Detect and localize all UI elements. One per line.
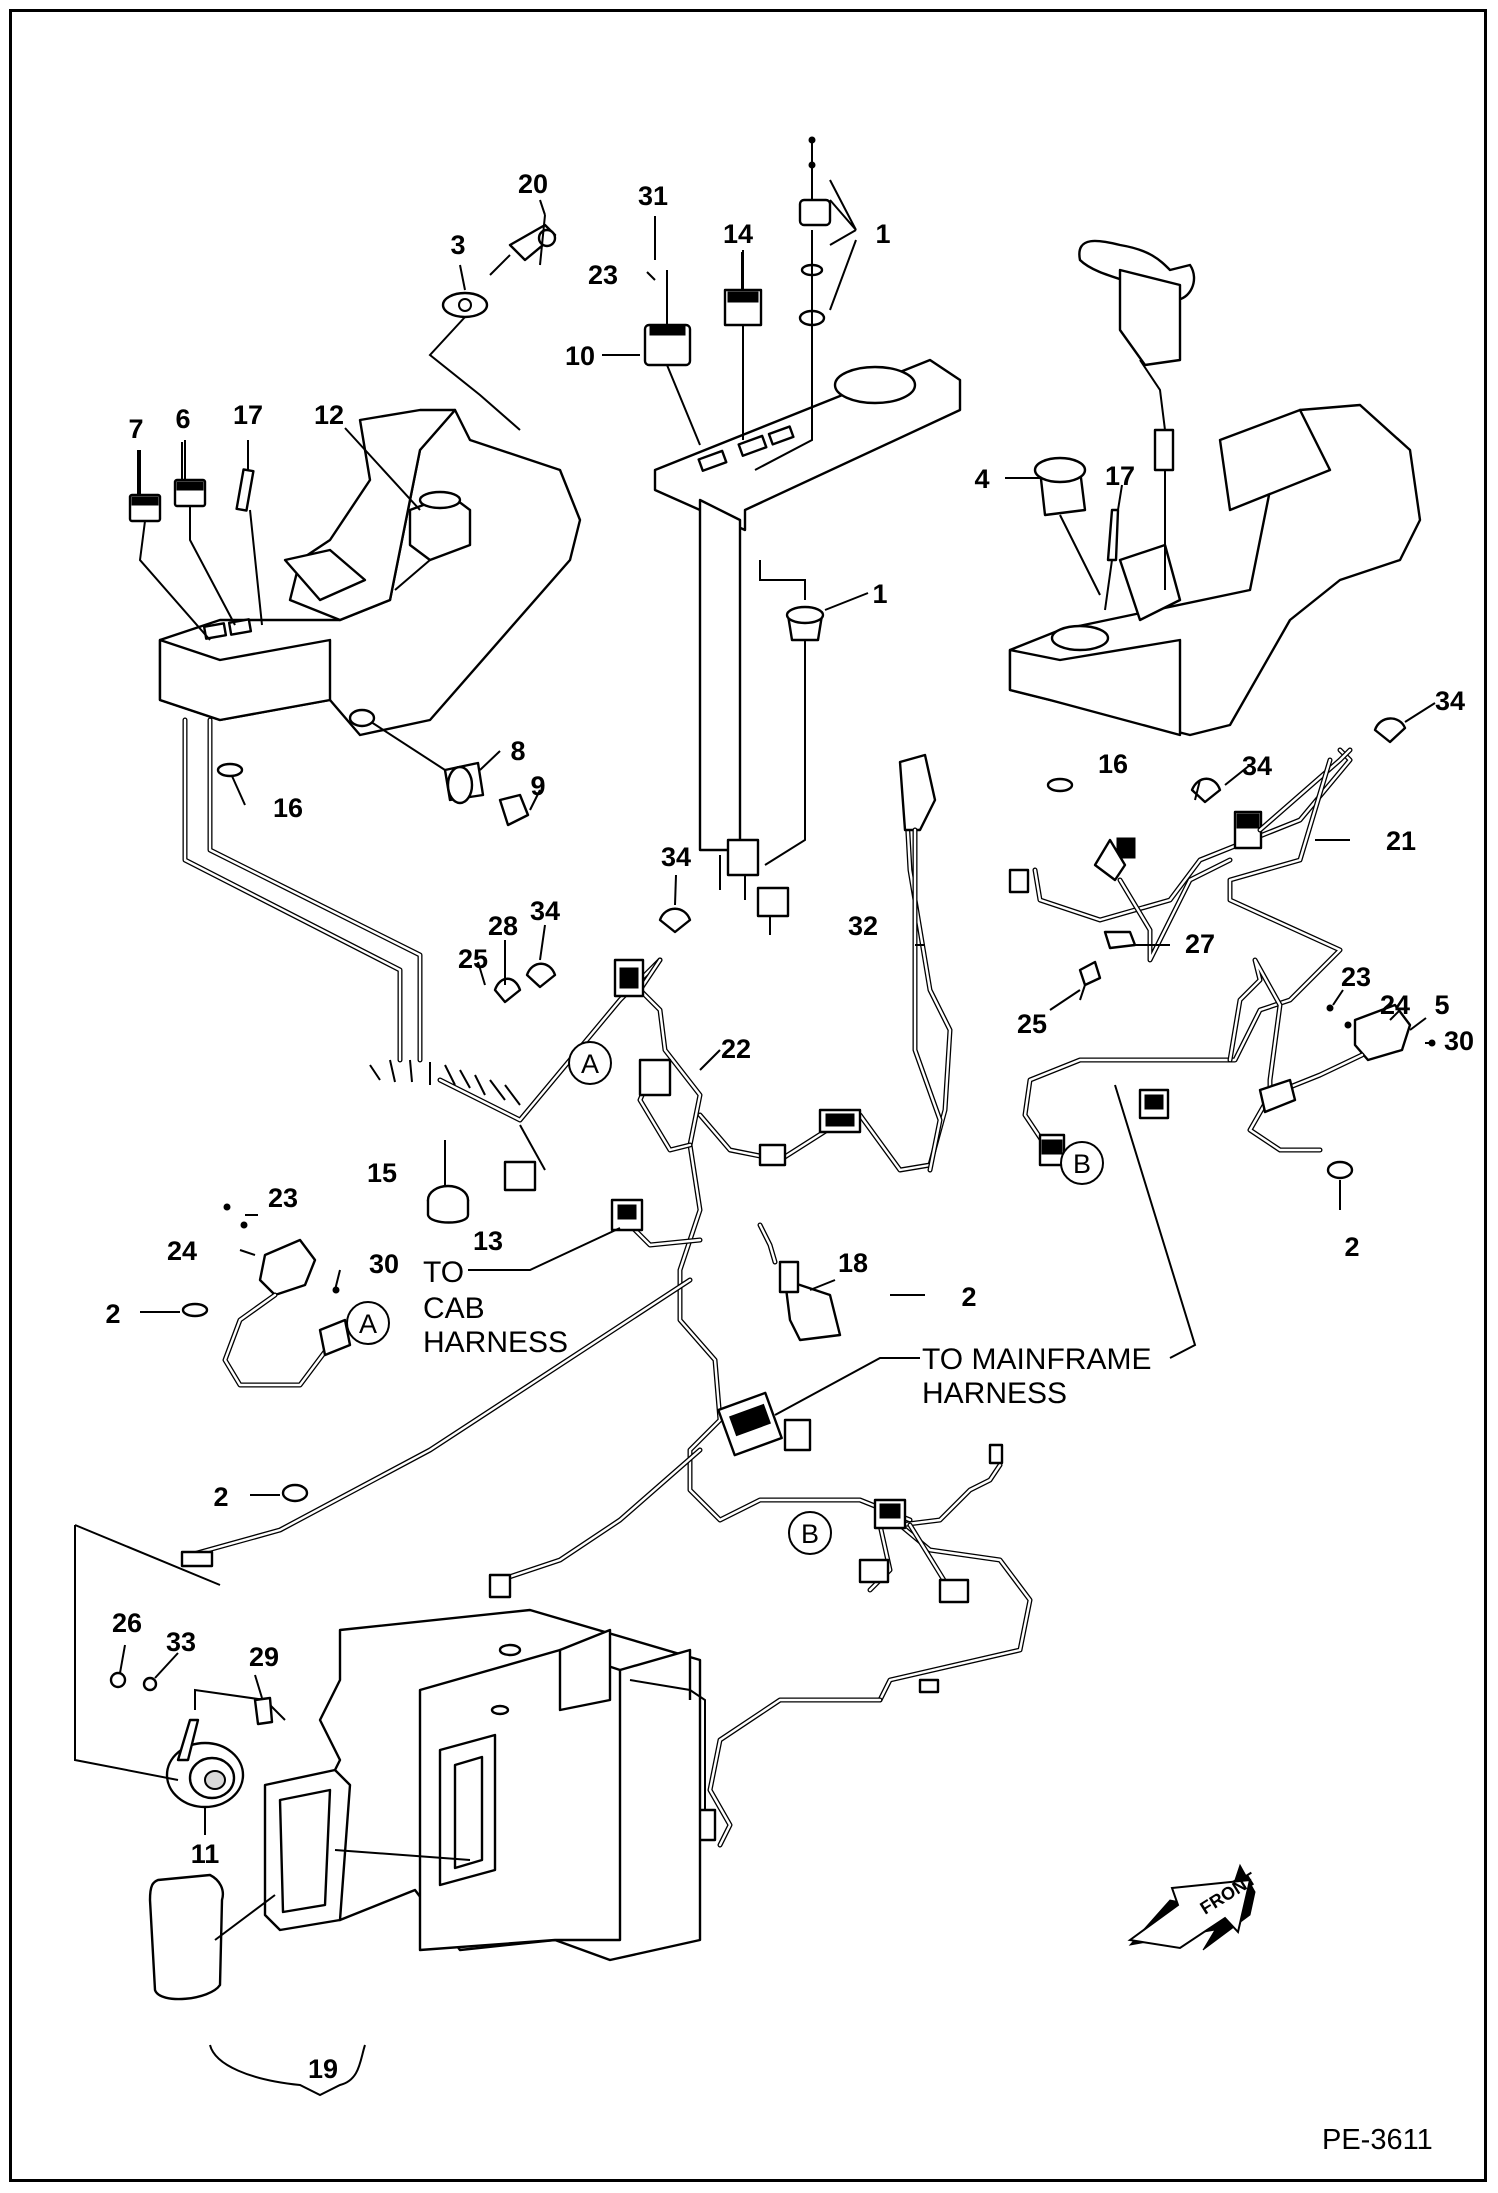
- callout-21: 21: [1386, 826, 1416, 856]
- ref-label-b-right: B: [1073, 1149, 1091, 1179]
- callout-2: 2: [961, 1282, 976, 1312]
- ref-circle-b-right: [1060, 1141, 1104, 1185]
- right-console-gauge: [1033, 456, 1120, 611]
- callout-25: 25: [1017, 1009, 1047, 1039]
- callout-1: 1: [875, 219, 890, 249]
- callout-4: 4: [974, 464, 989, 494]
- left-console: [158, 408, 582, 737]
- callout-2: 2: [213, 1482, 228, 1512]
- callout-11: 11: [191, 1839, 220, 1869]
- gasket-assembly: [148, 1768, 471, 2097]
- callout-27: 27: [1185, 929, 1215, 959]
- note-to-mainframe-line1: TO MAINFRAME: [922, 1343, 1151, 1376]
- note-to-cab-line2: CAB: [423, 1292, 485, 1325]
- callout-16: 16: [1098, 749, 1128, 779]
- callout-34: 34: [530, 896, 560, 926]
- callout-14: 14: [723, 219, 753, 249]
- callout-30: 30: [369, 1249, 399, 1279]
- callout-32: 32: [848, 911, 878, 941]
- callout-23: 23: [1341, 962, 1371, 992]
- right-clamp-and-plug: [1078, 930, 1137, 1001]
- ref-label-a-top: A: [581, 1049, 599, 1079]
- callout-1: 1: [872, 579, 887, 609]
- drawing-number: PE-3611: [1322, 2124, 1433, 2156]
- right-console: [1008, 239, 1422, 737]
- callout-29: 29: [249, 1642, 279, 1672]
- callout-6: 6: [175, 404, 190, 434]
- cab-sub-harness: [757, 1222, 842, 1342]
- ref-circle-a-bottom: [346, 1301, 390, 1345]
- callout-24: 24: [167, 1236, 197, 1266]
- callout-leaders: [119, 179, 1436, 1835]
- callout-26: 26: [112, 1608, 142, 1638]
- center-switches: [643, 136, 832, 471]
- heater-box: [318, 1608, 706, 1962]
- callout-10: 10: [565, 341, 595, 371]
- callout-23: 23: [268, 1183, 298, 1213]
- callout-20: 20: [518, 169, 548, 199]
- callout-13: 13: [473, 1226, 503, 1256]
- callout-3: 3: [450, 230, 465, 260]
- callout-labels: 20 3 31 23 10 14 1 7 6 17 12 4 17 1 34 1…: [105, 169, 1474, 2084]
- callout-19: 19: [308, 2054, 338, 2084]
- grommet-left: [216, 762, 244, 778]
- center-lower-switch: [759, 560, 825, 866]
- callout-17: 17: [1105, 461, 1135, 491]
- callout-22: 22: [721, 1034, 751, 1064]
- routing-notes: TO CAB HARNESS TO MAINFRAME HARNESS: [423, 1256, 1151, 1410]
- callout-2: 2: [105, 1299, 120, 1329]
- callout-24: 24: [1380, 990, 1410, 1020]
- diagram-border: [9, 9, 1487, 2182]
- accessory-cable: [898, 753, 943, 1173]
- ref-circle-b-bottom: [788, 1511, 832, 1555]
- callout-34: 34: [661, 842, 691, 872]
- callout-18: 18: [838, 1248, 868, 1278]
- callout-8: 8: [510, 736, 525, 766]
- callout-7: 7: [128, 414, 143, 444]
- power-outlet: [348, 708, 530, 827]
- flasher-and-fuse: [426, 1124, 546, 1224]
- grommet-right: [1046, 777, 1127, 882]
- reference-markers: A A B B: [346, 1041, 1104, 1555]
- callout-30: 30: [1444, 1026, 1474, 1056]
- callout-28: 28: [488, 911, 518, 941]
- callout-16: 16: [273, 793, 303, 823]
- front-arrow: [1127, 1863, 1256, 1951]
- center-panel: [653, 358, 962, 852]
- callout-2: 2: [1344, 1232, 1359, 1262]
- callout-25: 25: [458, 944, 488, 974]
- callout-33: 33: [166, 1627, 196, 1657]
- note-to-mainframe-line2: HARNESS: [922, 1377, 1067, 1410]
- callout-9: 9: [530, 771, 545, 801]
- callout-5: 5: [1434, 990, 1449, 1020]
- ref-label-b-bottom: B: [801, 1519, 819, 1549]
- right-console-harness: [1008, 747, 1353, 1167]
- left-sensor: [181, 1203, 352, 1503]
- right-sensor: [1247, 1003, 1436, 1180]
- callout-17: 17: [233, 400, 263, 430]
- horn: [74, 1524, 286, 1809]
- ref-label-a-bottom: A: [359, 1309, 377, 1339]
- left-console-parts: [128, 214, 557, 641]
- ref-circle-a-top: [568, 1041, 612, 1085]
- note-to-cab-line1: TO: [423, 1256, 464, 1289]
- callout-31: 31: [638, 181, 668, 211]
- callout-34: 34: [1435, 686, 1465, 716]
- center-relays: [719, 838, 790, 935]
- note-to-cab-line3: HARNESS: [423, 1326, 568, 1359]
- callout-15: 15: [367, 1158, 397, 1188]
- callout-23: 23: [588, 260, 618, 290]
- callout-34: 34: [1242, 751, 1272, 781]
- callout-12: 12: [314, 400, 344, 430]
